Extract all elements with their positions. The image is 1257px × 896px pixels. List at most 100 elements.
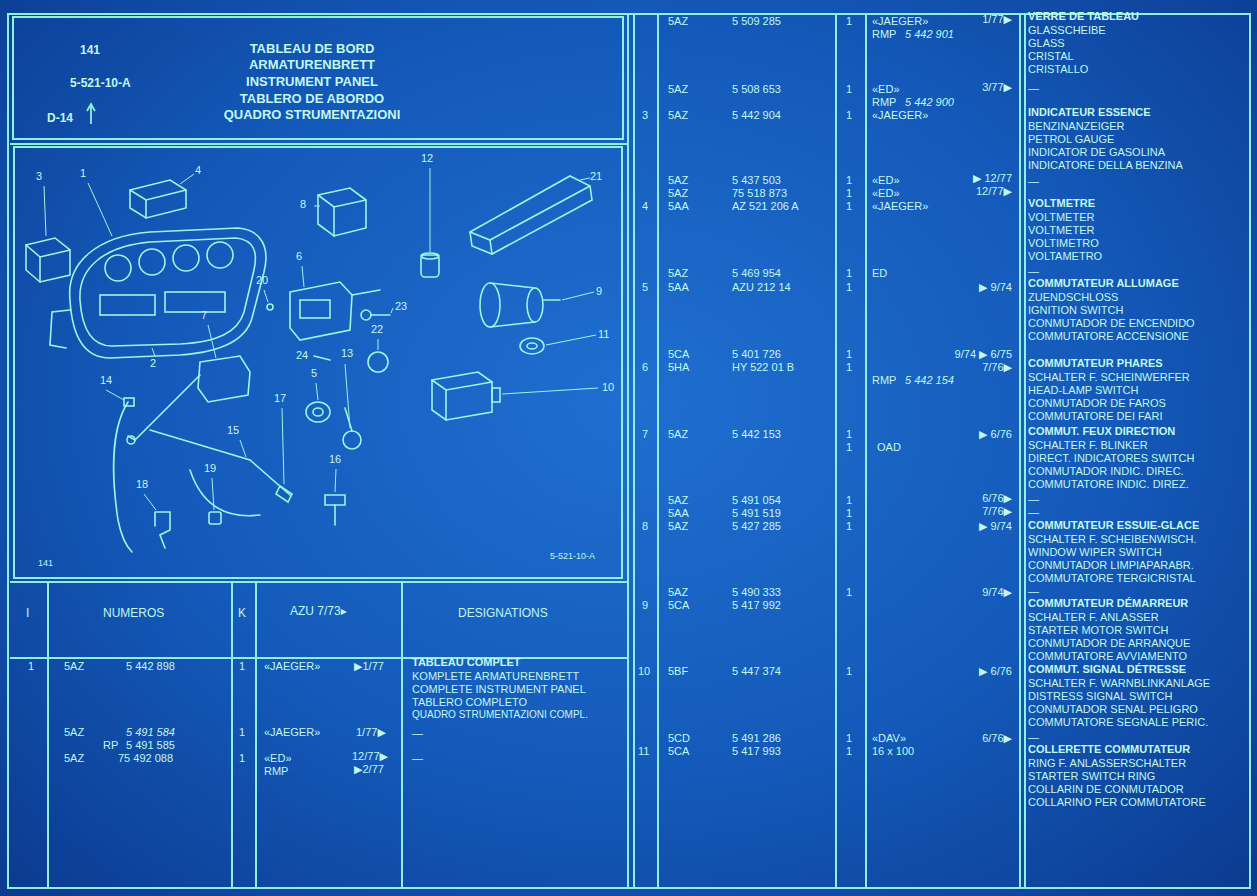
table-cell: HEAD-LAMP SWITCH bbox=[1028, 385, 1138, 396]
table-cell: CONMUTADOR INDIC. DIREC. bbox=[1028, 466, 1184, 477]
table-cell: 75 518 873 bbox=[732, 188, 787, 199]
table-cell: GLASS bbox=[1028, 38, 1065, 49]
table-cell: «JAEGER» bbox=[872, 16, 928, 27]
table-cell: 1 bbox=[846, 362, 852, 373]
table-cell: 5AZ bbox=[668, 110, 688, 121]
table-cell: CRISTAL bbox=[1028, 51, 1074, 62]
callout-number: 3 bbox=[36, 171, 42, 182]
table-cell: ▶ 9/74 bbox=[979, 282, 1012, 293]
table-cell: CONMUTADOR LIMPIAPARABR. bbox=[1028, 560, 1194, 571]
table-cell: — bbox=[1028, 732, 1039, 743]
table-cell: VOLTMETER bbox=[1028, 225, 1094, 236]
table-cell: 5 442 153 bbox=[732, 429, 781, 440]
table-cell: 5CA bbox=[668, 746, 689, 757]
table-cell: COMMUT. SIGNAL DÉTRESSE bbox=[1028, 664, 1186, 675]
parts-illustration bbox=[26, 176, 592, 552]
table-cell: 1 bbox=[846, 16, 852, 27]
callout-number: 10 bbox=[602, 382, 614, 393]
callout-number: 8 bbox=[300, 199, 306, 210]
column-header: DESIGNATIONS bbox=[458, 607, 548, 619]
table-cell: 5AZ bbox=[668, 521, 688, 532]
table-cell: 5AZ bbox=[64, 753, 84, 764]
table-cell: 5AA bbox=[668, 282, 689, 293]
table-cell: ▶ 6/76 bbox=[979, 666, 1012, 677]
table-cell: — bbox=[1028, 266, 1039, 277]
table-cell: 5 427 285 bbox=[732, 521, 781, 532]
table-cell: — bbox=[1028, 83, 1039, 94]
table-cell: 1 bbox=[846, 521, 852, 532]
table-cell: 1 bbox=[846, 587, 852, 598]
table-cell: RMP bbox=[872, 375, 896, 386]
table-cell: 6 bbox=[642, 362, 648, 373]
table-cell: «JAEGER» bbox=[264, 727, 320, 738]
table-cell: 1/77▶ bbox=[356, 727, 386, 738]
table-cell: ▶1/77 bbox=[354, 661, 384, 672]
table-cell: 5 417 993 bbox=[732, 746, 781, 757]
table-cell: «ED» bbox=[872, 175, 900, 186]
table-cell: «JAEGER» bbox=[872, 201, 928, 212]
table-cell: 5AZ bbox=[668, 16, 688, 27]
callout-number: 6 bbox=[296, 251, 302, 262]
table-cell: 3/77▶ bbox=[982, 82, 1012, 93]
table-cell: INDICATORE DELLA BENZINA bbox=[1028, 160, 1183, 171]
column-header: AZU 7/73▸ bbox=[290, 605, 347, 617]
table-cell: 1 bbox=[28, 661, 34, 672]
table-cell: 5HA bbox=[668, 362, 689, 373]
table-cell: 5 491 585 bbox=[126, 740, 175, 751]
leader-lines bbox=[44, 168, 598, 510]
table-cell: 5 bbox=[642, 282, 648, 293]
table-cell: 5 437 503 bbox=[732, 175, 781, 186]
table-cell: CONMUTADOR DE FAROS bbox=[1028, 398, 1166, 409]
table-cell: TABLEAU COMPLET bbox=[412, 657, 521, 668]
table-cell: 1 bbox=[846, 666, 852, 677]
table-cell: 1 bbox=[846, 495, 852, 506]
table-cell: 12/77▶ bbox=[352, 751, 388, 762]
table-cell: COLLARINO PER COMMUTATORE bbox=[1028, 797, 1206, 808]
table-cell: 5AZ bbox=[668, 84, 688, 95]
table-cell: COLLERETTE COMMUTATEUR bbox=[1028, 744, 1190, 755]
table-cell: 5CA bbox=[668, 349, 689, 360]
table-cell: 5 491 286 bbox=[732, 733, 781, 744]
table-cell: 5AZ bbox=[668, 429, 688, 440]
table-cell: 1 bbox=[846, 282, 852, 293]
table-cell: «JAEGER» bbox=[264, 661, 320, 672]
table-cell: 5CA bbox=[668, 600, 689, 611]
table-cell: DIRECT. INDICATORES SWITCH bbox=[1028, 453, 1194, 464]
table-cell: VERRE DE TABLEAU bbox=[1028, 11, 1139, 22]
table-cell: COMMUTATEUR DÉMARREUR bbox=[1028, 598, 1188, 609]
table-cell: «ED» bbox=[872, 188, 900, 199]
table-cell: HY 522 01 B bbox=[732, 362, 794, 373]
callout-number: 4 bbox=[195, 165, 201, 176]
table-cell: KOMPLETE ARMATURENBRETT bbox=[412, 671, 579, 682]
callout-number: 23 bbox=[395, 301, 407, 312]
table-cell: IGNITION SWITCH bbox=[1028, 305, 1123, 316]
page-reference: D-14 bbox=[47, 112, 73, 124]
table-cell: 5 442 900 bbox=[905, 97, 954, 108]
table-cell: COMMUTATORE TERGICRISTAL bbox=[1028, 573, 1196, 584]
callout-number: 11 bbox=[598, 329, 609, 340]
table-cell: VOLTMETRE bbox=[1028, 198, 1095, 209]
table-cell: 6/76▶ bbox=[982, 733, 1012, 744]
table-cell: 12/77▶ bbox=[976, 186, 1012, 197]
callout-number: 15 bbox=[227, 425, 239, 436]
table-cell: 5 508 653 bbox=[732, 84, 781, 95]
callout-number: 7 bbox=[201, 310, 207, 321]
table-cell: 5AA bbox=[668, 508, 689, 519]
table-cell: COMPLETE INSTRUMENT PANEL bbox=[412, 684, 586, 695]
table-cell: 1 bbox=[846, 429, 852, 440]
table-cell: SCHALTER F. BLINKER bbox=[1028, 440, 1148, 451]
table-cell: — bbox=[412, 728, 423, 739]
table-cell: RMP bbox=[264, 766, 288, 777]
table-cell: ZUENDSCHLOSS bbox=[1028, 292, 1118, 303]
table-cell: 5AZ bbox=[668, 188, 688, 199]
table-cell: ▶2/77 bbox=[354, 764, 384, 775]
ref-arrow bbox=[87, 104, 95, 124]
callout-number: 17 bbox=[274, 393, 286, 404]
table-cell: 6/76▶ bbox=[982, 493, 1012, 504]
table-cell: 1 bbox=[846, 268, 852, 279]
table-cell: 8 bbox=[642, 521, 648, 532]
table-cell: 5 442 904 bbox=[732, 110, 781, 121]
callout-number: 21 bbox=[590, 171, 602, 182]
header-box: 1415-521-10-AD-14TABLEAU DE BORDARMATURE… bbox=[12, 16, 624, 140]
table-cell: 7/76▶ bbox=[982, 362, 1012, 373]
